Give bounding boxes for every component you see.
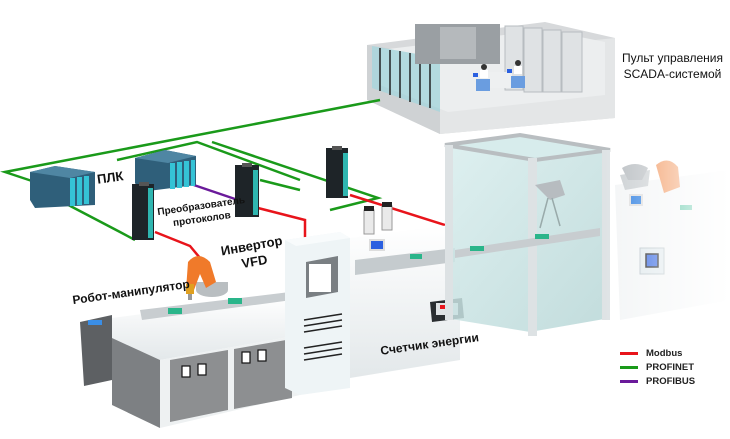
plc-right — [135, 150, 196, 192]
legend-swatch-profibus — [620, 379, 638, 383]
conveyor-middle — [350, 202, 460, 378]
scada-label: Пульт управления SCADA-системой — [622, 50, 723, 82]
vfd-cabinet — [285, 232, 350, 395]
plc-left — [30, 166, 95, 208]
scada-control-room — [367, 22, 615, 134]
scada-label-line-1: Пульт управления — [622, 51, 723, 65]
robot-arm — [186, 256, 228, 300]
legend-item-profibus: PROFIBUS — [620, 374, 695, 388]
profinet-lines — [0, 98, 383, 242]
legend-label-modbus: Modbus — [646, 347, 683, 359]
legend-item-modbus: Modbus — [620, 346, 695, 360]
gateway-modbus — [326, 146, 348, 198]
right-station — [600, 150, 730, 350]
legend-item-profinet: PROFINET — [620, 360, 695, 374]
robot-station — [80, 256, 300, 428]
gateway-profibus — [235, 163, 259, 217]
legend-label-profibus: PROFIBUS — [646, 375, 696, 387]
glass-enclosure — [444, 132, 611, 336]
scada-label-line-2: SCADA-системой — [623, 67, 722, 81]
legend-swatch-profinet — [620, 365, 638, 369]
legend: Modbus PROFINET PROFIBUS — [620, 346, 695, 388]
protocol-converter — [132, 182, 154, 240]
legend-label-profinet: PROFINET — [646, 361, 695, 373]
legend-swatch-modbus — [620, 351, 638, 355]
